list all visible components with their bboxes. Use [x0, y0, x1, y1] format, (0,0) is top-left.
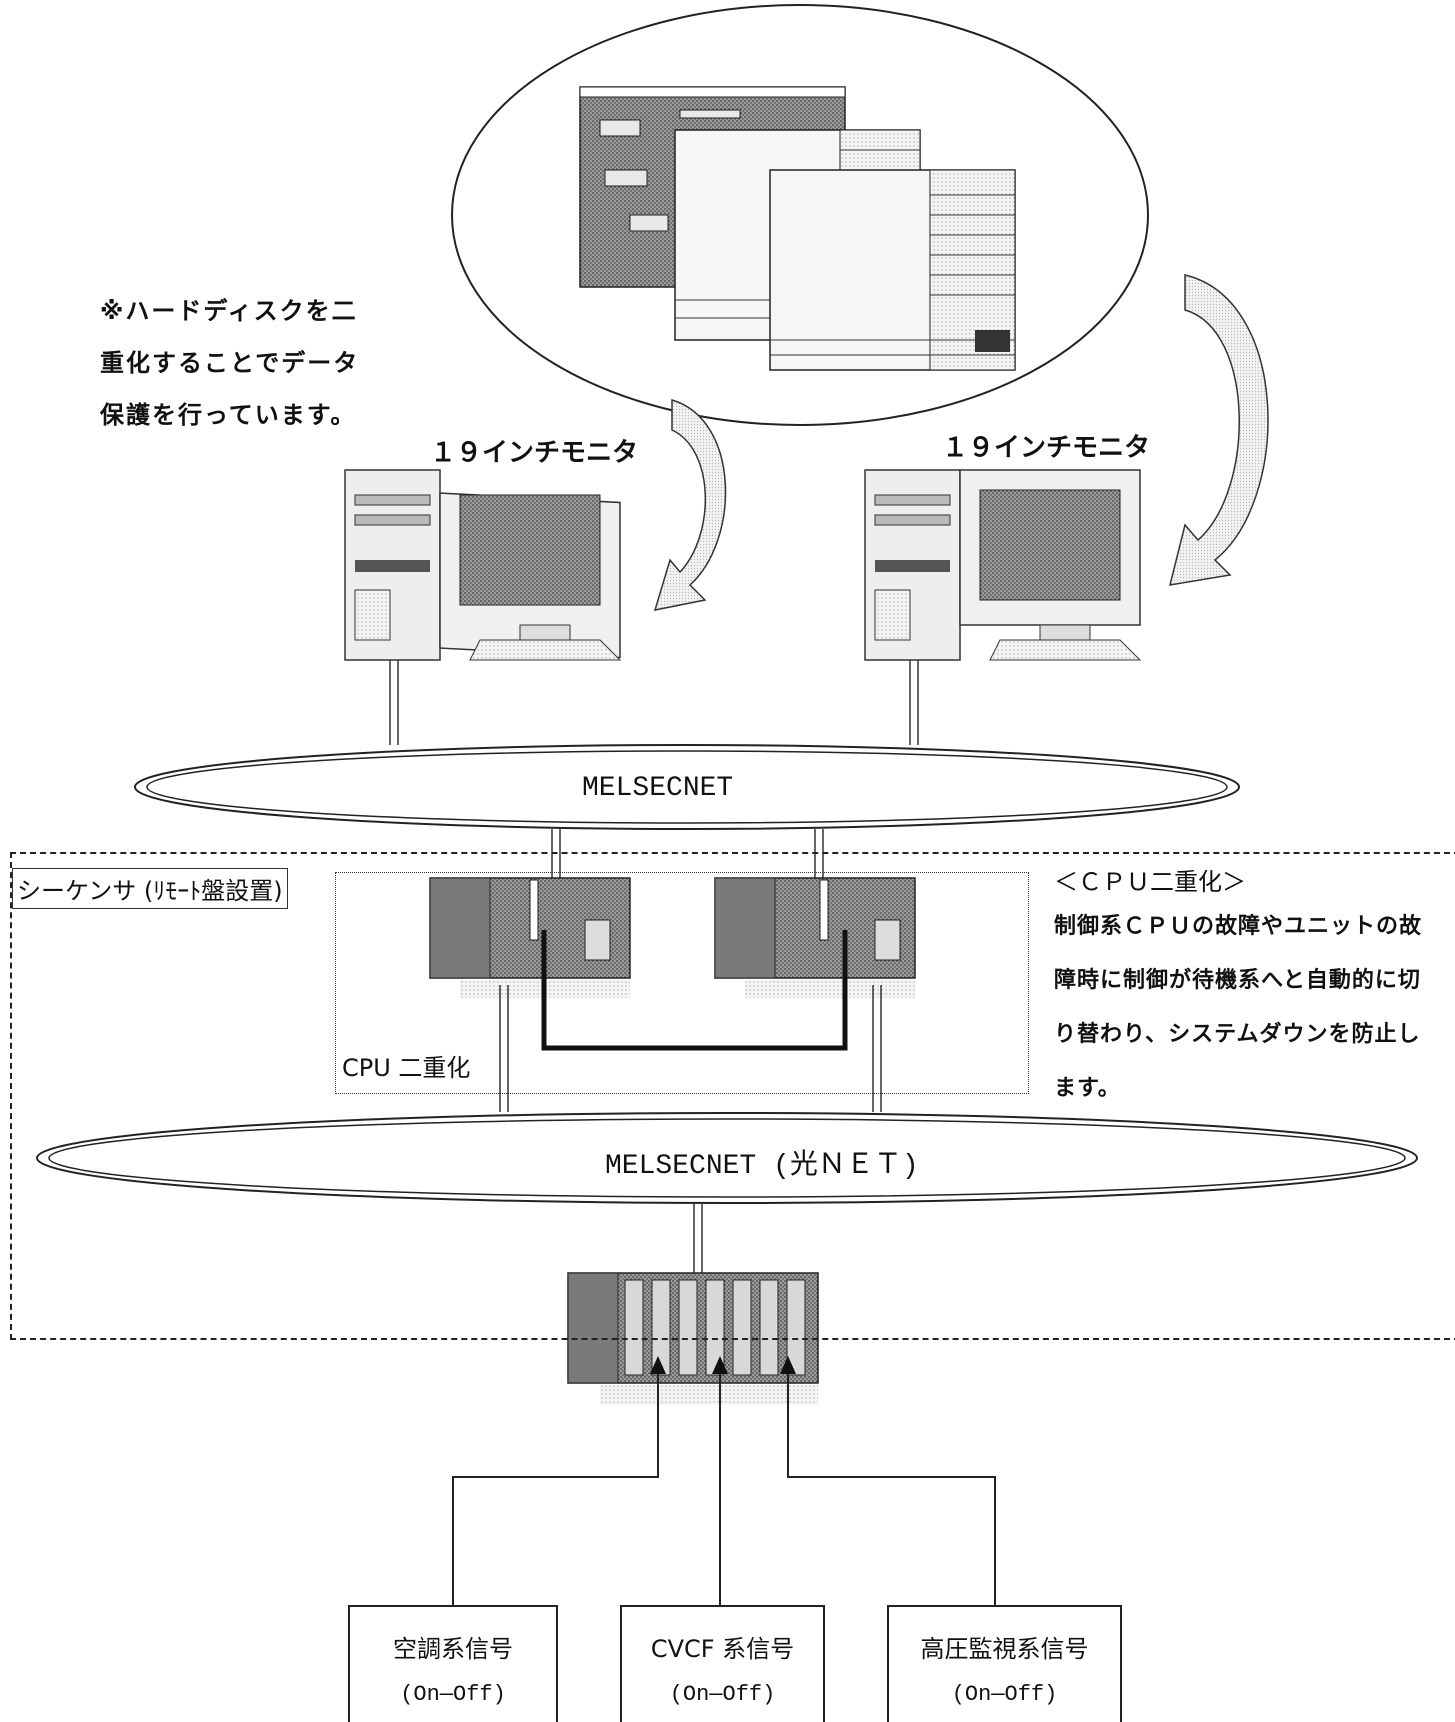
note-disk-mirroring: ※ハードディスクを二 重化することでデータ 保護を行っています。 — [100, 297, 360, 429]
network-top-label: MELSECNET — [582, 773, 734, 804]
sequencer-panel — [10, 852, 1455, 1340]
io-rack-icon — [567, 1272, 819, 1405]
cpu-redundancy-heading: ＜ＣＰＵ二重化＞ — [1054, 868, 1246, 896]
monitor-left-label: １９インチモニタ — [430, 438, 639, 468]
screenshots-ellipse — [451, 4, 1149, 426]
cpu-redundancy-description: 制御系ＣＰＵの故障やユニットの故 障時に制御が待機系へと自動的に切 り替わり、シ… — [1054, 914, 1423, 1101]
signal-sub: (On—Off) — [951, 1682, 1058, 1707]
signal-box-hvac: 空調系信号 (On—Off) — [348, 1605, 558, 1722]
network-top-ring — [134, 744, 1240, 830]
signal-box-cvcf: CVCF 系信号 (On—Off) — [620, 1605, 825, 1722]
network-bottom-label: MELSECNET (光ＮＥＴ) — [605, 1151, 919, 1182]
signal-title: 高圧監視系信号 — [920, 1635, 1089, 1663]
cpu-redundancy-box — [335, 872, 1029, 1094]
right-pc-icon — [864, 469, 1142, 661]
signal-sub: (On—Off) — [669, 1682, 776, 1707]
signal-box-hv-monitor: 高圧監視系信号 (On—Off) — [887, 1605, 1122, 1722]
arrow-to-left-monitor-icon — [653, 398, 727, 611]
arrow-to-right-monitor-icon — [1168, 274, 1269, 586]
network-bottom-ring — [36, 1112, 1418, 1204]
signal-title: CVCF 系信号 — [650, 1635, 795, 1663]
signal-title: 空調系信号 — [393, 1635, 513, 1663]
cpu-unit-b-icon — [714, 877, 916, 998]
monitor-right-label: １９インチモニタ — [942, 433, 1151, 463]
cpu-redundancy-box-label: CPU 二重化 — [342, 1054, 471, 1082]
cpu-unit-a-icon — [429, 877, 631, 998]
sequencer-label: シーケンサ (ﾘﾓｰﾄ盤設置) — [12, 868, 288, 909]
left-pc-icon — [344, 469, 622, 661]
signal-sub: (On—Off) — [400, 1682, 506, 1707]
